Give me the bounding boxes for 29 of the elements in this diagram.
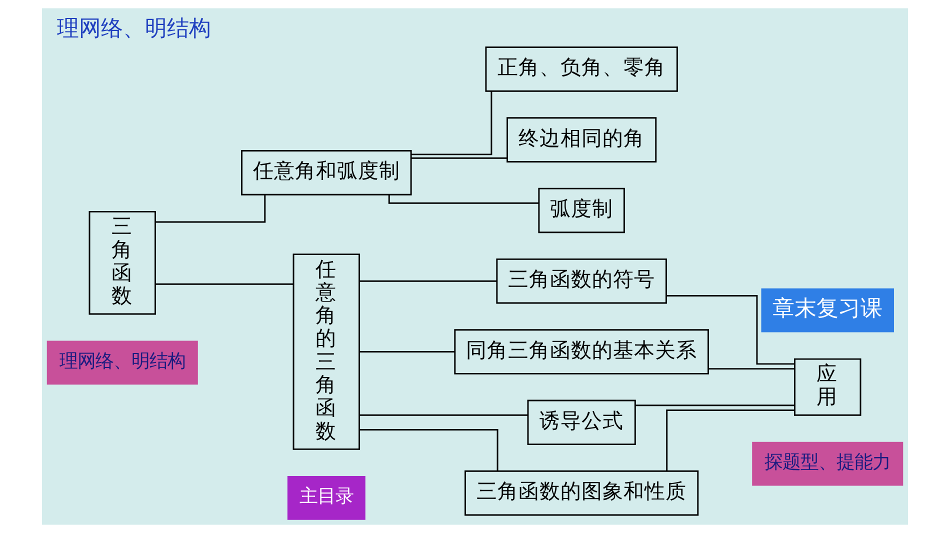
node-box: 弧度制 <box>538 188 625 234</box>
connector <box>360 414 528 416</box>
connector <box>156 283 294 285</box>
node-box: 三角函数的图象和性质 <box>464 470 699 516</box>
label: 理网络、明结构 <box>59 350 186 372</box>
label: 主目录 <box>299 486 354 508</box>
node-box: 正角、负角、零角 <box>485 46 678 92</box>
label: 探题型、提能力 <box>764 452 891 474</box>
diagram-title: 理网络、明结构 <box>56 16 211 42</box>
node-box: 终边相同的角 <box>506 117 657 162</box>
connector <box>411 157 508 159</box>
node-box: 任意角和弧度制 <box>241 150 412 196</box>
connector <box>360 280 497 282</box>
connector <box>411 91 492 156</box>
node-box: 应用 <box>794 358 862 416</box>
node-box: 任意角的三角函数 <box>292 254 360 450</box>
connector <box>666 295 794 365</box>
label: 章末复习课 <box>772 296 883 322</box>
node-box: 诱导公式 <box>527 400 636 446</box>
node-box: 三角函数 <box>88 210 156 315</box>
connector <box>708 368 795 370</box>
connector <box>360 351 455 352</box>
connector <box>155 195 266 223</box>
connector <box>666 410 795 471</box>
connector <box>388 194 539 204</box>
connector <box>636 404 795 406</box>
connector <box>359 428 498 471</box>
node-box: 三角函数的符号 <box>496 258 667 304</box>
node-box: 同角三角函数的基本关系 <box>454 329 709 374</box>
